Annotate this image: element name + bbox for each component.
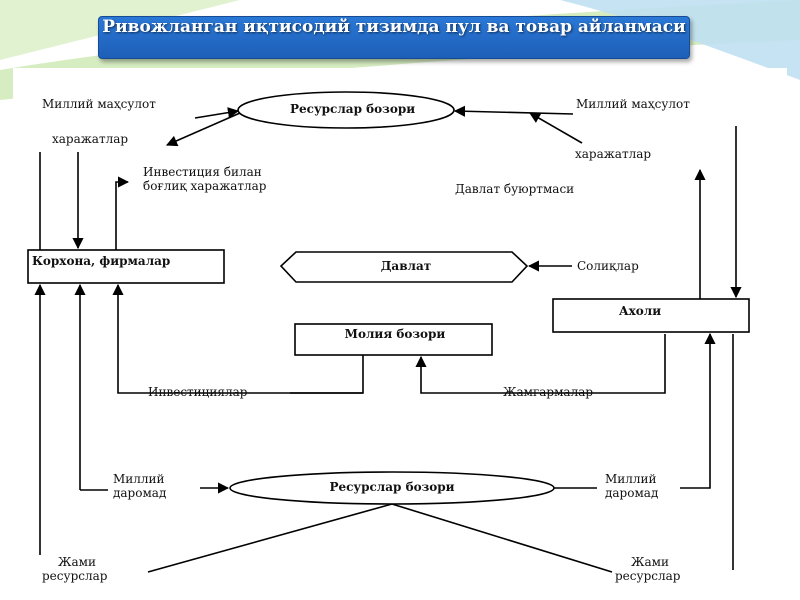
- label-national-income-right-2: даромад: [605, 486, 659, 500]
- line-fan-left: [147, 503, 393, 573]
- label-expenses-right: харажатлар: [575, 147, 652, 161]
- label-total-resources-left-2: ресурслар: [42, 569, 108, 583]
- arrow-expenses-left: [165, 112, 241, 147]
- firms-box: [27, 249, 225, 284]
- label-national-income-left-1: Миллий: [113, 472, 165, 486]
- line-fan-right: [391, 503, 613, 573]
- label-national-income-left-2: даромад: [113, 486, 167, 500]
- arrow-savings: [415, 334, 666, 394]
- label-savings: Жамғармалар: [503, 385, 594, 399]
- arrow-national-product-right: [453, 105, 574, 117]
- slide-title: Ривожланган иқтисодий тизимда пул ва тов…: [98, 16, 690, 59]
- label-national-product-left: Миллий маҳсулот: [42, 97, 156, 111]
- arrow-expenses-right: [529, 112, 583, 144]
- arrow-investments: [112, 283, 364, 394]
- arrow-national-income-right: [680, 332, 716, 489]
- label-government-orders: Давлат буюртмаси: [455, 182, 575, 196]
- resource-market-top-label: Ресурслар бозори: [290, 102, 416, 116]
- government-label: Давлат: [380, 259, 432, 273]
- arrow-national-product-left: [194, 107, 240, 119]
- financial-market-label: Молия бозори: [344, 327, 446, 341]
- label-total-resources-right-1: Жами: [631, 555, 669, 569]
- households-box: [552, 298, 750, 333]
- label-expenses-left: харажатлар: [52, 132, 129, 146]
- households-label: Ахоли: [618, 304, 662, 318]
- government-octagon: [279, 251, 529, 283]
- label-national-product-right: Миллий маҳсулот: [576, 97, 690, 111]
- label-total-resources-right-2: ресурслар: [615, 569, 681, 583]
- resource-market-bottom-label: Ресурслар бозори: [329, 480, 455, 494]
- label-taxes: Солиқлар: [577, 259, 639, 273]
- arrow-investment-expenses: [115, 176, 130, 250]
- financial-market-box: [294, 323, 493, 356]
- label-investment-expenses-1: Инвестиция билан: [143, 165, 262, 179]
- label-investment-expenses-2: боғлиқ харажатлар: [143, 179, 267, 193]
- firms-label: Корхона, фирмалар: [32, 254, 171, 268]
- label-national-income-right-1: Миллий: [605, 472, 657, 486]
- label-total-resources-left-1: Жами: [58, 555, 96, 569]
- label-investments: Инвестициялар: [148, 385, 248, 399]
